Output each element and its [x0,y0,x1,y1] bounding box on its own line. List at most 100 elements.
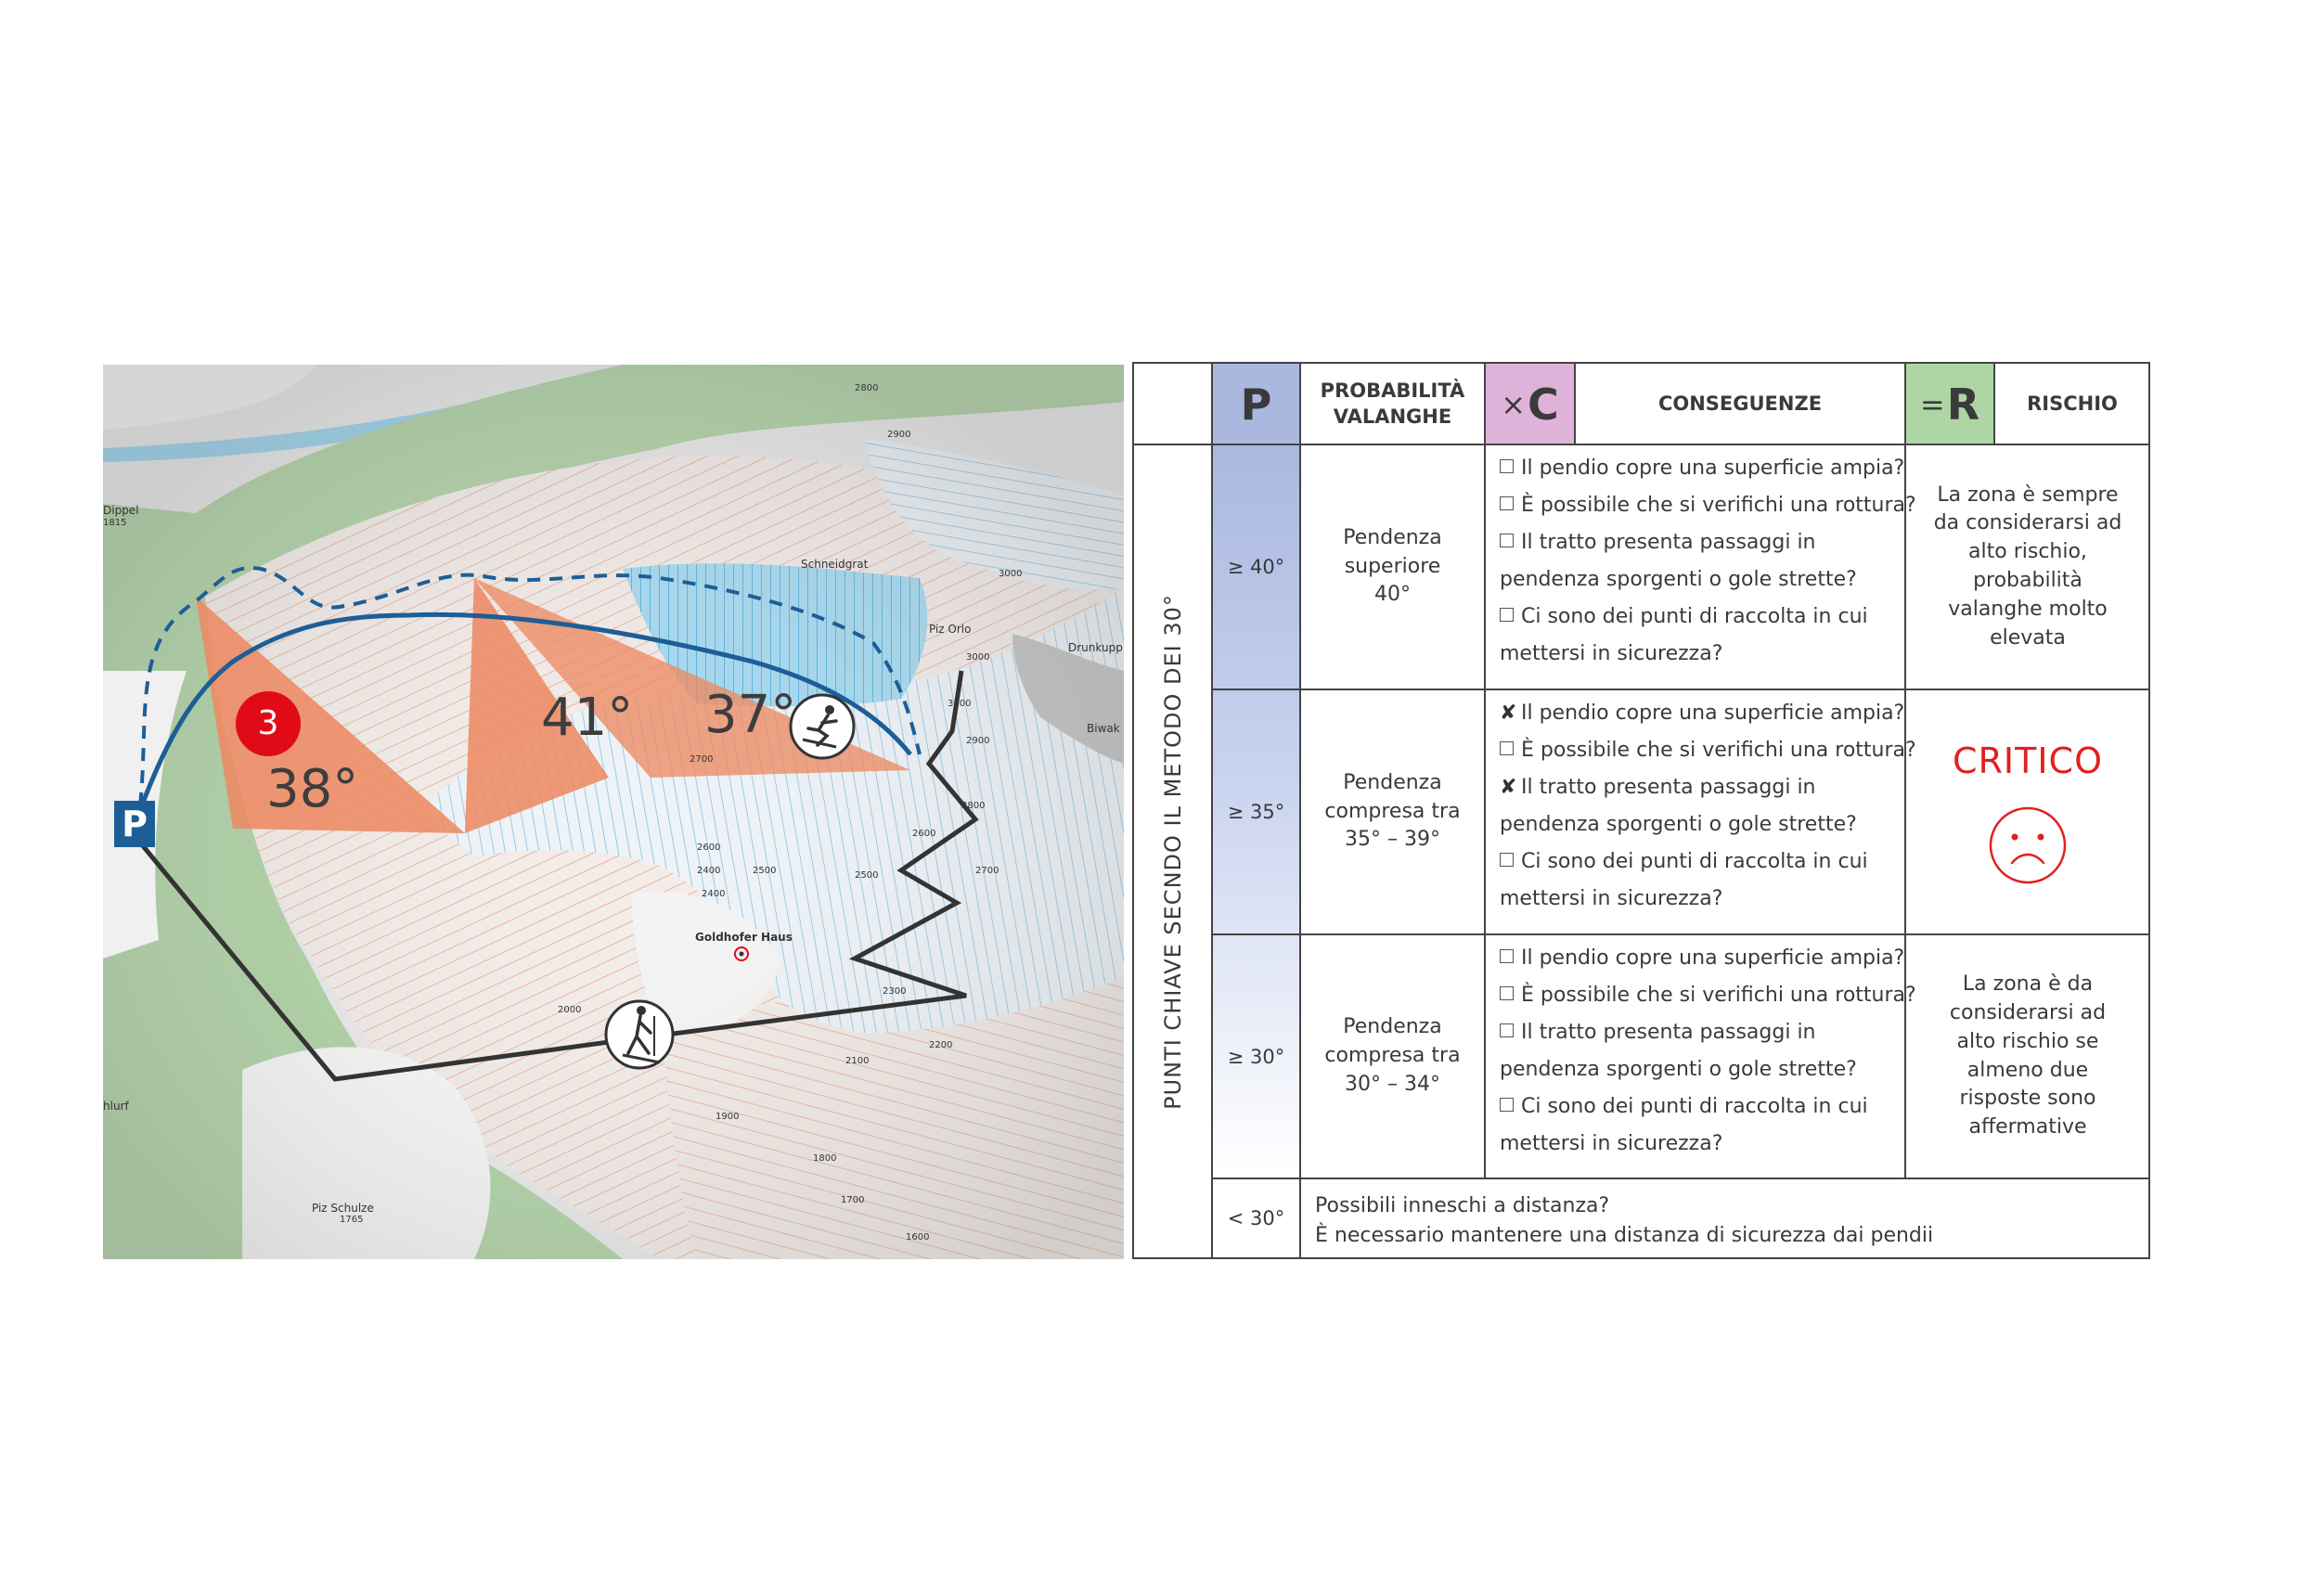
skier-downhill-icon [789,693,856,760]
contour-label: 2600 [912,829,936,839]
consequence-header-cell: ×C [1485,364,1575,444]
question-item: Ci sono dei punti di raccolta in cui [1500,843,1898,881]
question-item: È possibile che si verifichi una rottura… [1500,732,1916,769]
contour-label: 2800 [855,383,879,393]
question-item-continued: mettersi in sicurezza? [1500,642,1723,665]
question-item-continued: mettersi in sicurezza? [1500,1132,1723,1155]
hut-label: Goldhofer Haus [695,931,793,944]
risk-letter: R [1946,379,1980,430]
consequence-letter: C [1528,379,1559,430]
critical-label: CRITICO [1952,740,2103,782]
hut-marker [734,946,749,961]
contour-label: 3100 [948,699,972,709]
checkbox-icon[interactable] [1500,496,1514,510]
multiply-operator: × [1501,386,1527,422]
question-item: Il tratto presenta passaggi in [1500,1014,1898,1051]
grid-line [1212,1178,2150,1179]
probability-header-cell: P [1212,364,1300,444]
ascent-route [138,670,979,1082]
map-graphic [103,365,1124,1259]
contour-label: 2400 [702,889,726,899]
degree-cell: < 30° [1227,1206,1285,1229]
checkbox-icon[interactable] [1500,534,1514,547]
checked-x-icon[interactable]: ✘ [1500,701,1517,725]
checkbox-icon[interactable] [1500,459,1514,473]
checkbox-icon[interactable] [1500,949,1514,963]
degree-cell: ≥ 40° [1227,556,1285,578]
descent-route [137,611,912,811]
question-item-continued: pendenza sporgenti o gole strette? [1500,813,1857,836]
equals-operator: = [1919,386,1945,422]
slope-angle-label: 38° [266,759,359,819]
slope-angle-label: 37° [704,685,797,745]
skier-uphill-icon [604,999,675,1070]
contour-label: 1900 [716,1112,740,1122]
place-altitude: 1765 [340,1215,364,1225]
place-label: hlurf [103,1100,129,1113]
sad-face-icon [1989,806,2067,883]
place-label: Piz Schulze [312,1202,374,1215]
question-item: ✘Il pendio copre una superficie ampia? [1500,695,1904,732]
risk-header-cell: =R [1905,364,1994,444]
slope-zone-41 [465,578,609,833]
place-label: Biwak [1087,722,1120,735]
checkbox-icon[interactable] [1500,1098,1514,1112]
risk-header-label: RISCHIO [2027,392,2118,415]
remote-trigger-note: Possibili inneschi a distanza? È necessa… [1315,1194,1934,1247]
step-number-badge: 3 [236,691,301,756]
side-label: PUNTI CHIAVE SECNDO IL METODO DEI 30° [1160,594,1186,1110]
grid-line [1211,364,1213,1257]
checkbox-icon[interactable] [1500,741,1514,755]
grid-line [1574,364,1576,445]
grid-line [1904,364,1906,1178]
checked-x-icon[interactable]: ✘ [1500,776,1517,799]
consequence-questions: ✘Il pendio copre una superficie ampia? È… [1485,689,1916,934]
risk-critical-cell: CRITICO [1905,689,2150,934]
place-label: Drunkupp [1068,641,1123,654]
question-item-continued: pendenza sporgenti o gole strette? [1500,1058,1857,1081]
place-label: Piz Orlo [929,623,972,636]
grid-line [1299,364,1301,1257]
consequence-header-label: CONSEGUENZE [1657,392,1823,415]
question-item-continued: pendenza sporgenti o gole strette? [1500,568,1857,591]
question-item: Il pendio copre una superficie ampia? [1500,450,1904,487]
consequence-questions: Il pendio copre una superficie ampia? È … [1485,934,1916,1178]
slope-zone-38 [196,597,465,833]
contour-label: 2700 [690,754,714,765]
contour-label: 2900 [966,736,990,746]
question-item: Ci sono dei punti di raccolta in cui [1500,1088,1898,1126]
consequence-questions: Il pendio copre una superficie ampia? È … [1485,444,1916,689]
contour-label: 2500 [753,866,777,876]
place-label: Schneidgrat [801,558,869,571]
contour-label: 2700 [975,866,999,876]
grid-line [1993,364,1995,445]
place-altitude: 1815 [103,518,127,528]
question-item: È possibile che si verifichi una rottura… [1500,487,1916,524]
grid-line [1212,933,2150,935]
question-item: Il tratto presenta passaggi in [1500,524,1898,561]
contour-label: 2900 [887,430,911,440]
place-label: Dippel [103,504,139,517]
grid-line [1212,689,2150,690]
contour-label: 2600 [697,843,721,853]
degree-column-gradient [1212,444,1300,1178]
checkbox-icon[interactable] [1500,608,1514,622]
contour-label: 2500 [855,870,879,881]
question-item: Ci sono dei punti di raccolta in cui [1500,598,1898,636]
probability-letter: P [1240,379,1272,430]
slope-angle-label: 41° [541,688,634,748]
checkbox-icon[interactable] [1500,853,1514,867]
degree-cell: ≥ 35° [1227,801,1285,823]
contour-label: 2800 [961,801,986,811]
checkbox-icon[interactable] [1500,1023,1514,1037]
contour-label: 3000 [999,569,1023,579]
contour-label: 2000 [558,1005,582,1015]
checkbox-icon[interactable] [1500,986,1514,1000]
question-item: Il pendio copre una superficie ampia? [1500,940,1904,977]
parking-sign-icon: P [114,801,155,847]
contour-label: 1800 [813,1153,837,1164]
